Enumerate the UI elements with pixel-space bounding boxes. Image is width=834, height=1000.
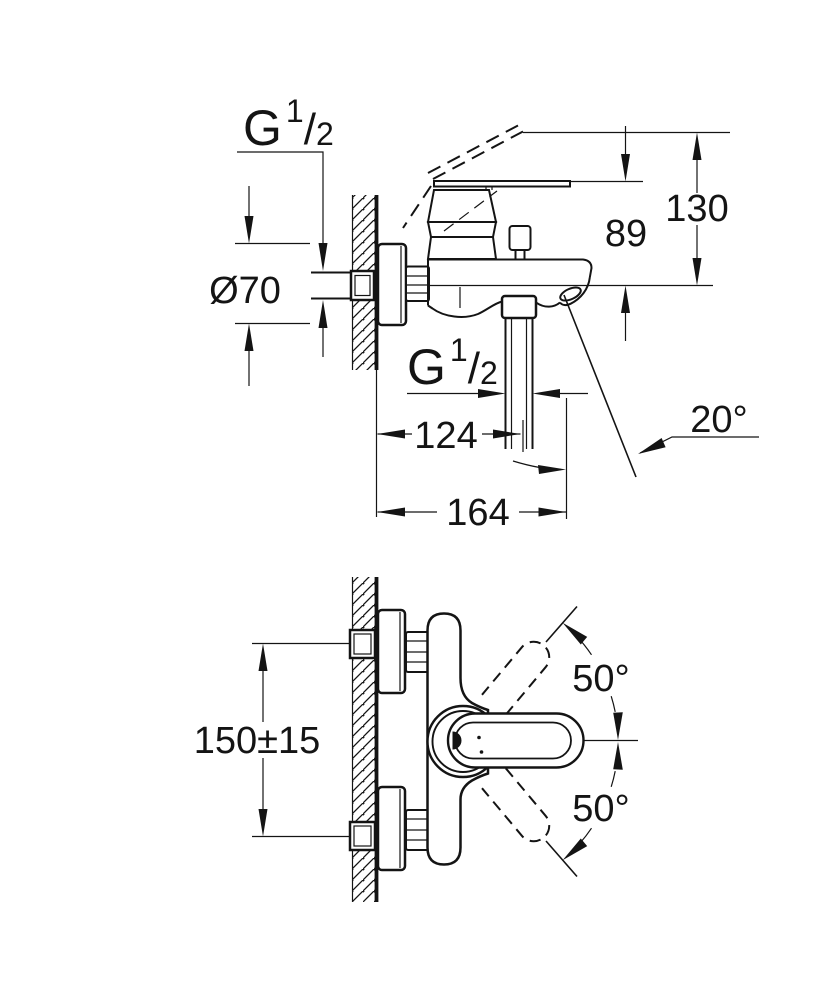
wall-section-front [351,577,379,902]
lever-handle [433,180,571,190]
overall-depth-label: 164 [446,492,509,534]
wall-hatch-front [352,577,377,902]
outlet-angle-label: 20° [690,399,747,441]
open-height-label: 130 [665,188,728,230]
lever-height-label: 89 [605,213,647,255]
side-view: G1/2 Ø70 89 130 [209,93,759,534]
dim-open-height: 130 [665,132,729,286]
connection-nut [405,265,430,302]
spout-outlet [559,277,591,307]
upper-escutcheon [376,608,407,695]
upper-union [348,628,377,660]
dim-hose-distance: 124 [377,415,524,457]
diverter-knob [508,225,532,259]
supply-connection [311,269,376,302]
outlet-angle-line [563,294,637,478]
wall-section [351,195,379,517]
lower-union [348,820,377,852]
dim-overall-depth: 164 [377,492,566,534]
outlet-opening [559,286,582,302]
cartridge-dome [426,189,498,260]
front-view: 150±15 50° 50° [194,577,638,902]
swing-up-label: 50° [572,658,629,700]
lever-handle-front [446,712,585,769]
dim-lever-height: 89 [605,126,647,341]
escutcheon [376,242,408,327]
dim-swing-down: 50° [562,742,630,861]
swing-down-label: 50° [572,788,629,830]
flange-diameter-label: Ø70 [209,270,281,312]
lower-swing-ref-line [545,840,578,878]
lever-swung-down-dashed [481,767,551,843]
dim-flange-diameter: Ø70 [209,186,310,386]
temp-indicator-mark [452,731,462,750]
lever-raised-dashed [402,124,524,232]
lever-swung-up-dashed [481,640,551,716]
shower-hose-outlet [500,294,538,449]
lower-connection-nut [405,809,430,851]
dim-outlet-angle: 20° [512,399,759,474]
dim-connection-spacing: 150±15 [194,642,350,838]
hose-distance-label: 124 [414,415,477,457]
upper-swing-ref-line [545,605,578,643]
connection-spacing-label: 150±15 [194,720,321,762]
upper-connection-nut [405,631,430,673]
faucet-body [427,258,593,318]
lower-escutcheon [376,785,407,872]
dim-swing-up: 50° [562,622,630,740]
